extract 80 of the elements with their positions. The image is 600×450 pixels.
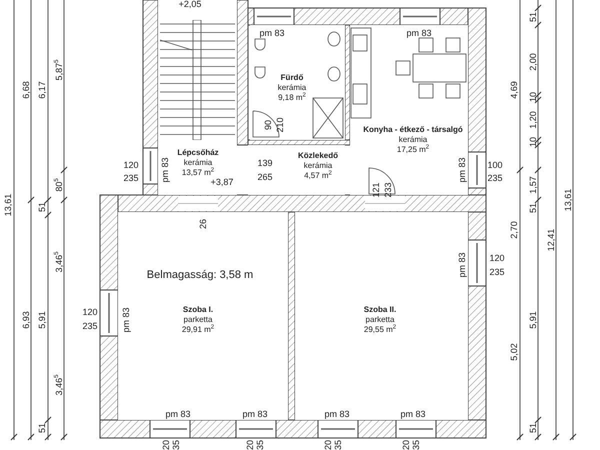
dimension-label: 13,61: [563, 188, 573, 212]
dimension-label: pm 83: [166, 409, 190, 419]
area-label: 29,55 m$^{2}$: [364, 325, 396, 335]
dimension-label: 10: [528, 137, 538, 147]
room-name: Szoba I.: [182, 305, 214, 315]
dimension-label: pm 83: [324, 409, 350, 419]
dimension-label: 51: [528, 203, 538, 213]
dimension-label: 1,20: [528, 111, 538, 129]
dimension-label: 210: [275, 117, 285, 133]
dimension-label: 235: [123, 173, 139, 183]
dimension-label: 90: [263, 120, 273, 130]
dimension-label: pm 83: [242, 409, 268, 419]
dimension-label: 120: [82, 307, 98, 317]
dimension-label: 120: [123, 160, 139, 170]
dimension-label: pm 83: [457, 252, 467, 278]
dimension-label: 235: [487, 173, 503, 183]
floor-material: kerámia: [302, 161, 334, 170]
dimension-label: 35: [171, 440, 181, 450]
dimension-label: 4,69: [509, 81, 519, 99]
dimension-label: 35: [333, 440, 343, 450]
dimension-label: 20: [401, 440, 411, 450]
area-label: 29,91 m$^{2}$: [182, 325, 214, 335]
area-label: 17,25 m$^{2}$: [396, 145, 430, 155]
room-name: Szoba II.: [364, 305, 396, 315]
room-name: Közlekedő: [298, 151, 338, 161]
room-floor: [250, 25, 345, 140]
dimension-label: 100: [487, 160, 503, 170]
floor-material: parketta: [182, 315, 214, 324]
dimension-label: 5,02: [509, 343, 519, 361]
dimension-label: 51: [528, 12, 538, 22]
floor-material: kerámia: [182, 158, 214, 167]
dimension-label: 6,93: [21, 311, 31, 329]
dimension-label: 51: [37, 423, 47, 433]
dimension-label: 5,91: [37, 311, 47, 329]
dimension-label: 233: [383, 182, 393, 198]
dimension-label: pm 83: [406, 28, 432, 38]
dimension-label: 35: [255, 440, 265, 450]
room-name: Fürdő: [280, 73, 304, 83]
dimension-label: 20: [245, 440, 255, 450]
dimension-label: 2,00: [528, 53, 538, 71]
dimension-label: 2,70: [509, 221, 519, 239]
floor-material: kerámia: [278, 83, 306, 92]
dimension-label: 1,57: [528, 176, 538, 194]
dimension-label: 10: [528, 92, 538, 102]
room-name: Konyha - étkező - társalgó: [363, 125, 463, 135]
area-label: 4,57 m$^{2}$: [303, 171, 333, 181]
dimension-label: 26: [198, 219, 208, 229]
dimension-label: 235: [82, 321, 98, 331]
dimension-label: pm 83: [400, 409, 426, 419]
floor-material: parketta: [364, 315, 396, 324]
ceiling-height-note: Belmagasság: 3,58 m: [146, 270, 254, 280]
dimension-label: 51: [37, 202, 47, 212]
dimension-label: pm 83: [160, 158, 170, 182]
dimension-label: 120: [489, 253, 505, 263]
dimension-label: 6,68: [21, 81, 31, 99]
area-label: 9,18 m$^{2}$: [278, 93, 306, 103]
room-floor: [350, 25, 468, 195]
dimension-label: 6,17: [37, 81, 47, 99]
dimension-label: 265: [257, 172, 273, 182]
dimension-label: 20: [161, 440, 171, 450]
dimension-label: 5,91: [528, 311, 538, 329]
dimension-label: pm 83: [260, 28, 284, 38]
dimension-label: 139: [257, 158, 273, 168]
dimension-label: 51: [528, 423, 538, 433]
floor-material: kerámia: [398, 135, 428, 144]
area-label: 13,57 m$^{2}$: [180, 168, 216, 178]
room-name: Lépcsőház: [177, 148, 219, 158]
dimension-label: 13,61: [3, 194, 13, 216]
dimension-label: 35: [411, 440, 421, 450]
dimension-label: 20: [323, 440, 333, 450]
dimension-label: 235: [489, 267, 505, 277]
room-floor: [158, 0, 237, 195]
dimension-label: pm 83: [121, 308, 131, 332]
dimension-label: 121: [371, 182, 381, 198]
dimension-label: 12,41: [546, 228, 556, 252]
dimension-label: +2,05: [178, 0, 202, 9]
dimension-label: pm 83: [457, 158, 467, 182]
room-floor: [118, 212, 288, 420]
dimension-label: +3,87: [210, 177, 234, 187]
room-floor: [295, 212, 468, 420]
